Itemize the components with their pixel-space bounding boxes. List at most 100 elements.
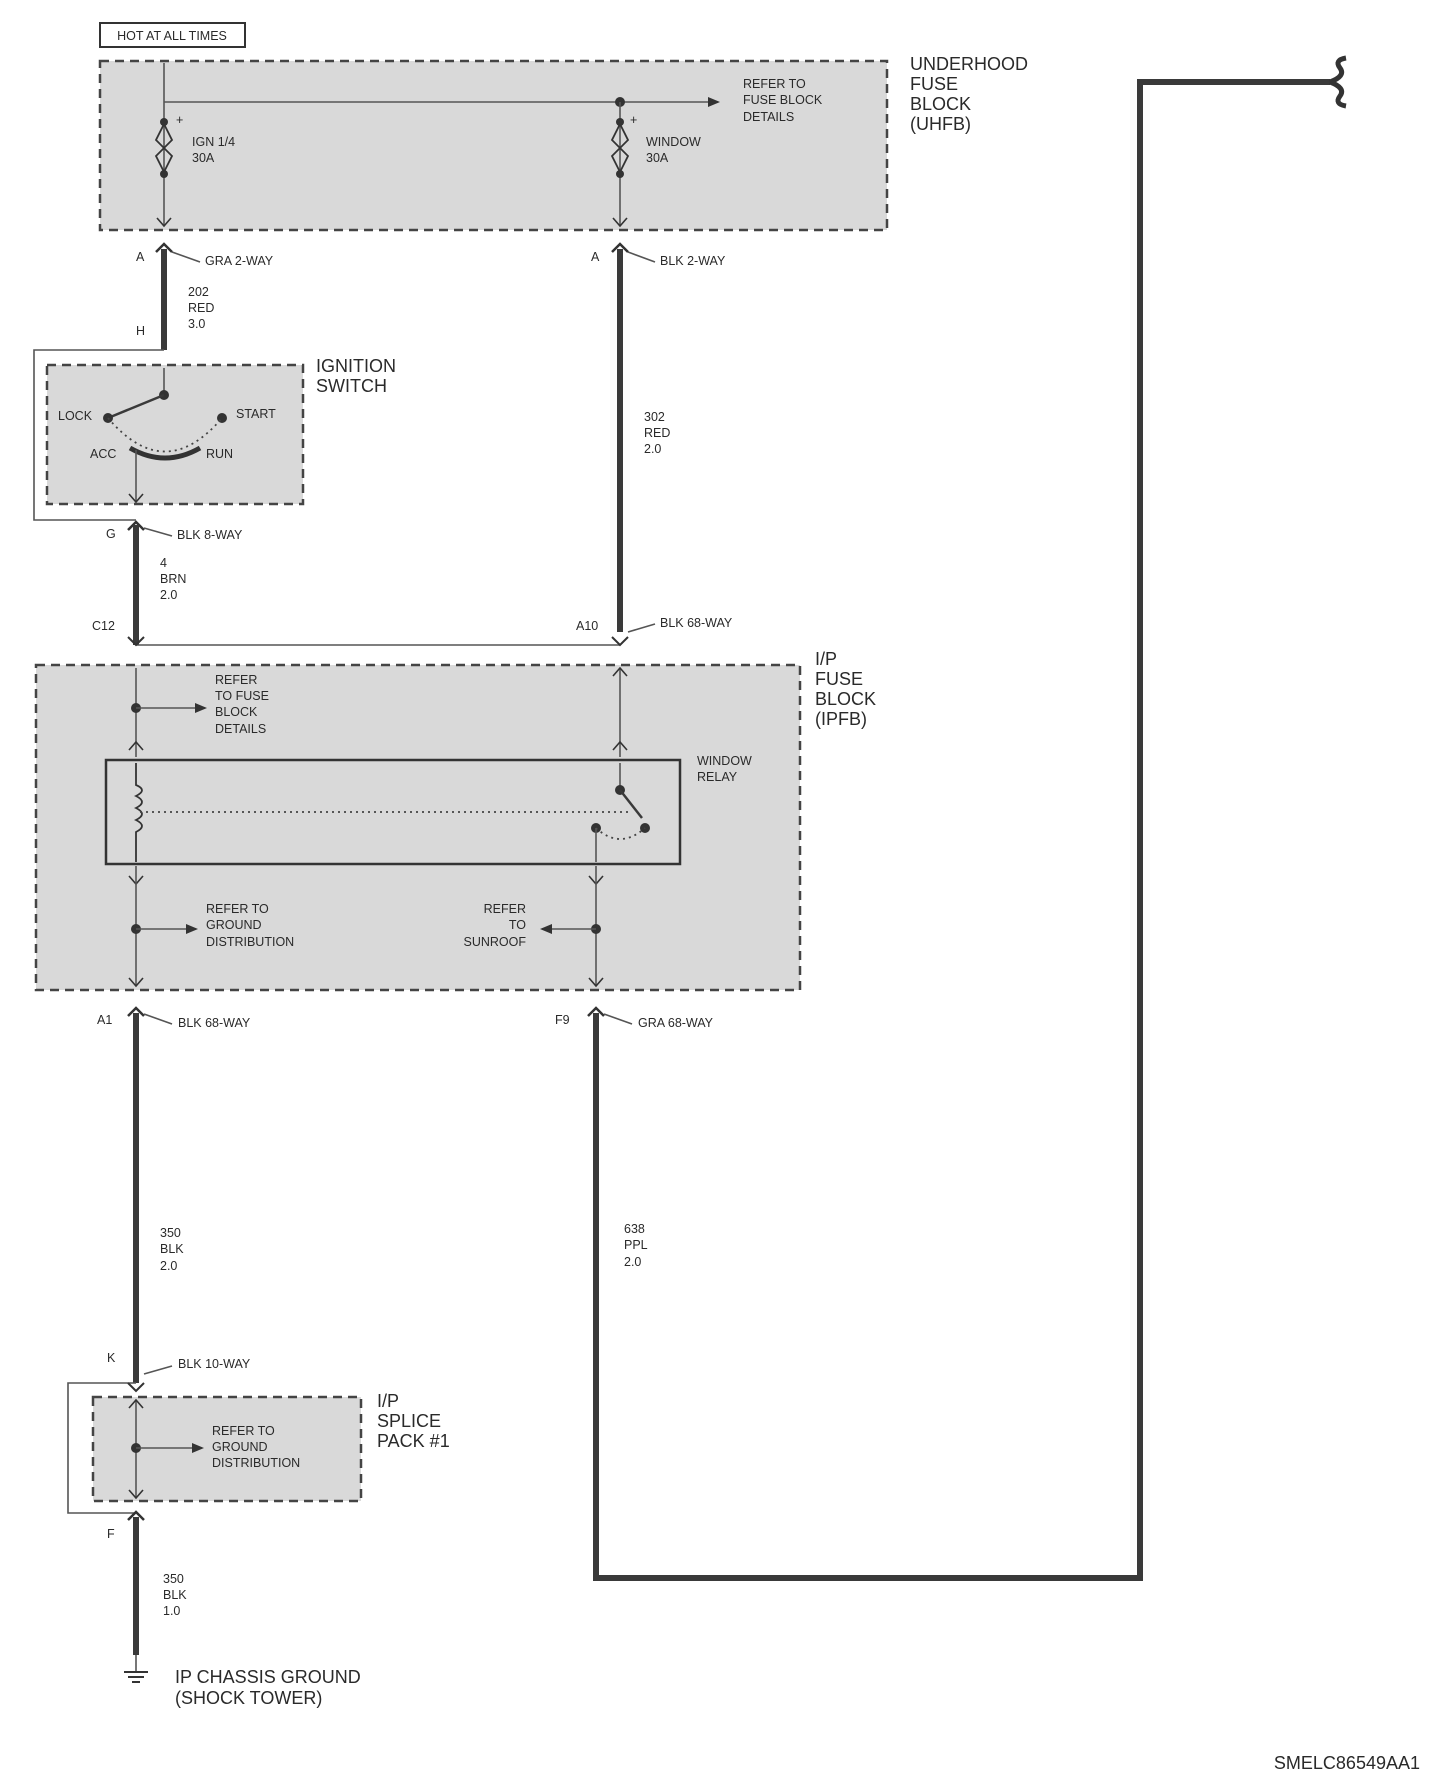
fuse-window-icon bbox=[610, 123, 630, 173]
svg-text:2.0: 2.0 bbox=[644, 442, 661, 456]
svg-text:BLK: BLK bbox=[163, 1588, 187, 1602]
svg-text:PACK #1: PACK #1 bbox=[377, 1431, 450, 1451]
ground-label: IP CHASSIS GROUND (SHOCK TOWER) bbox=[175, 1667, 361, 1708]
svg-text:SPLICE: SPLICE bbox=[377, 1411, 441, 1431]
svg-text:FUSE: FUSE bbox=[815, 669, 863, 689]
svg-text:BLK 8-WAY: BLK 8-WAY bbox=[177, 528, 243, 542]
svg-text:TO: TO bbox=[509, 918, 526, 932]
svg-text:A: A bbox=[591, 250, 600, 264]
connector-a10-blk-68way: A10 BLK 68-WAY bbox=[576, 616, 733, 633]
wire-302: 302 RED 2.0 bbox=[617, 249, 670, 632]
ip-fuse-block: REFER TO FUSE BLOCK DETAILS WINDOW RELAY bbox=[34, 649, 876, 992]
svg-text:+: + bbox=[176, 113, 183, 127]
ground-icon bbox=[124, 1655, 148, 1683]
svg-text:K: K bbox=[107, 1351, 116, 1365]
svg-text:F: F bbox=[107, 1527, 115, 1541]
svg-text:BLOCK: BLOCK bbox=[910, 94, 971, 114]
svg-text:DISTRIBUTION: DISTRIBUTION bbox=[206, 935, 294, 949]
svg-text:WINDOW: WINDOW bbox=[697, 754, 752, 768]
svg-text:202: 202 bbox=[188, 285, 209, 299]
svg-text:2.0: 2.0 bbox=[624, 1255, 641, 1269]
connector-g-blk-8way: G BLK 8-WAY bbox=[106, 520, 243, 542]
svg-text:30A: 30A bbox=[192, 151, 215, 165]
svg-text:BLK 68-WAY: BLK 68-WAY bbox=[660, 616, 733, 630]
hot-at-all-times-label: HOT AT ALL TIMES bbox=[99, 22, 246, 48]
svg-text:350: 350 bbox=[163, 1572, 184, 1586]
connector-a1-blk-68way: A1 BLK 68-WAY bbox=[97, 1006, 251, 1030]
svg-text:I/P: I/P bbox=[377, 1391, 399, 1411]
svg-text:RUN: RUN bbox=[206, 447, 233, 461]
svg-text:A: A bbox=[136, 250, 145, 264]
svg-text:DISTRIBUTION: DISTRIBUTION bbox=[212, 1456, 300, 1470]
svg-text:(UHFB): (UHFB) bbox=[910, 114, 971, 134]
svg-text:BLK 10-WAY: BLK 10-WAY bbox=[178, 1357, 251, 1371]
svg-text:TO FUSE: TO FUSE bbox=[215, 689, 269, 703]
svg-text:BRN: BRN bbox=[160, 572, 186, 586]
svg-text:UNDERHOOD: UNDERHOOD bbox=[910, 54, 1028, 74]
svg-text:REFER TO: REFER TO bbox=[206, 902, 269, 916]
svg-text:BLOCK: BLOCK bbox=[815, 689, 876, 709]
fuse-ign-icon bbox=[154, 123, 174, 173]
svg-text:SUNROOF: SUNROOF bbox=[464, 935, 527, 949]
svg-text:GRA 2-WAY: GRA 2-WAY bbox=[205, 254, 274, 268]
svg-text:GROUND: GROUND bbox=[206, 918, 262, 932]
svg-text:RELAY: RELAY bbox=[697, 770, 738, 784]
svg-text:+: + bbox=[630, 113, 637, 127]
svg-text:BLK 68-WAY: BLK 68-WAY bbox=[178, 1016, 251, 1030]
ip-splice-pack: REFER TO GROUND DISTRIBUTION I/P SPLICE … bbox=[67, 1382, 450, 1514]
svg-text:4: 4 bbox=[160, 556, 167, 570]
svg-text:LOCK: LOCK bbox=[58, 409, 93, 423]
svg-text:A1: A1 bbox=[97, 1013, 112, 1027]
connector-f: F bbox=[107, 1510, 145, 1541]
svg-text:REFER: REFER bbox=[484, 902, 526, 916]
svg-text:1.0: 1.0 bbox=[163, 1604, 180, 1618]
svg-text:IGN 1/4: IGN 1/4 bbox=[192, 135, 235, 149]
wire-4: 4 BRN 2.0 C12 bbox=[92, 525, 186, 645]
wire-350-lower: 350 BLK 1.0 bbox=[133, 1517, 187, 1655]
svg-text:START: START bbox=[236, 407, 276, 421]
svg-text:SWITCH: SWITCH bbox=[316, 376, 387, 396]
svg-text:BLOCK: BLOCK bbox=[215, 705, 258, 719]
svg-text:(SHOCK TOWER): (SHOCK TOWER) bbox=[175, 1688, 322, 1708]
svg-text:REFER: REFER bbox=[215, 673, 257, 687]
svg-text:302: 302 bbox=[644, 410, 665, 424]
svg-text:2.0: 2.0 bbox=[160, 1259, 177, 1273]
connector-a-blk-2way: A BLK 2-WAY bbox=[591, 242, 726, 268]
svg-text:C12: C12 bbox=[92, 619, 115, 633]
svg-text:DETAILS: DETAILS bbox=[215, 722, 266, 736]
svg-text:G: G bbox=[106, 527, 116, 541]
svg-text:F9: F9 bbox=[555, 1013, 570, 1027]
svg-text:GRA 68-WAY: GRA 68-WAY bbox=[638, 1016, 714, 1030]
svg-text:IGNITION: IGNITION bbox=[316, 356, 396, 376]
wire-202: 202 RED 3.0 H bbox=[136, 249, 214, 350]
svg-text:H: H bbox=[136, 324, 145, 338]
svg-text:RED: RED bbox=[644, 426, 670, 440]
svg-text:REFER TO: REFER TO bbox=[212, 1424, 275, 1438]
underhood-fuse-block: + IGN 1/4 30A + WINDOW 30A REFER TO FUSE… bbox=[98, 54, 1028, 232]
svg-text:BLK: BLK bbox=[160, 1242, 184, 1256]
svg-text:FUSE: FUSE bbox=[910, 74, 958, 94]
svg-text:IP CHASSIS GROUND: IP CHASSIS GROUND bbox=[175, 1667, 361, 1687]
svg-text:RED: RED bbox=[188, 301, 214, 315]
connector-k-blk-10way: K BLK 10-WAY bbox=[107, 1351, 251, 1375]
wire-350-upper: 350 BLK 2.0 bbox=[133, 1013, 184, 1383]
svg-text:HOT AT ALL TIMES: HOT AT ALL TIMES bbox=[117, 29, 227, 43]
svg-text:2.0: 2.0 bbox=[160, 588, 177, 602]
svg-text:I/P: I/P bbox=[815, 649, 837, 669]
window-relay: WINDOW RELAY bbox=[104, 754, 752, 866]
connector-f9-gra-68way: F9 GRA 68-WAY bbox=[555, 1006, 714, 1030]
svg-text:WINDOW: WINDOW bbox=[646, 135, 701, 149]
svg-text:PPL: PPL bbox=[624, 1238, 648, 1252]
ignition-switch: LOCK START ACC RUN IGNITION SWITCH bbox=[33, 349, 396, 521]
wire-638: 638 PPL 2.0 bbox=[593, 55, 1347, 1581]
svg-text:30A: 30A bbox=[646, 151, 669, 165]
svg-text:ACC: ACC bbox=[90, 447, 116, 461]
drawing-id: SMELC86549AA1 bbox=[1274, 1753, 1420, 1773]
svg-text:GROUND: GROUND bbox=[212, 1440, 268, 1454]
svg-text:350: 350 bbox=[160, 1226, 181, 1240]
svg-text:DETAILS: DETAILS bbox=[743, 110, 794, 124]
svg-text:(IPFB): (IPFB) bbox=[815, 709, 867, 729]
svg-text:FUSE BLOCK: FUSE BLOCK bbox=[743, 93, 823, 107]
svg-text:3.0: 3.0 bbox=[188, 317, 205, 331]
